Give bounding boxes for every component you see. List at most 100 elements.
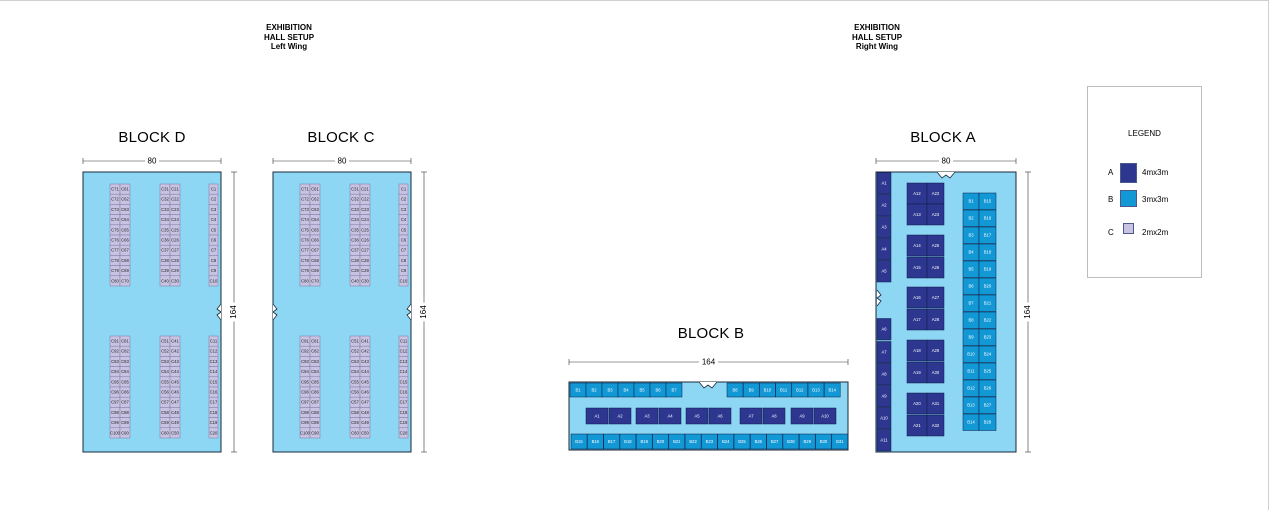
block-c-c50-booth [359,427,371,439]
block-c-c23-booth-label: C23 [361,207,369,212]
block-b-a4-booth-label: A4 [667,413,673,418]
block-b-a7-booth [739,407,763,425]
block-c-c77-booth-label: C77 [301,248,309,253]
block-a-title: BLOCK A [910,129,976,146]
block-c-c70-booth [309,275,321,287]
block-b-b5-booth-label: B5 [639,387,645,392]
block-d-height-dim-label: 164 [229,305,238,319]
block-a-a31-booth [926,392,945,415]
block-a-a8-booth [876,363,892,386]
block-a-b18-booth-label: B18 [984,250,992,255]
block-d-c7-booth-label: C7 [211,248,217,253]
block-c-height-dim-label: 164 [419,305,428,319]
block-c-c35-booth-label: C35 [351,227,359,232]
block-c-c36-booth-label: C36 [351,238,359,243]
block-a-b20-booth-label: B20 [984,284,992,289]
block-a-a1-booth-label: A1 [881,181,887,186]
block-b-b8-booth-label: B8 [732,387,738,392]
block-a-a11-booth-label: A11 [880,438,888,443]
block-d-c74-booth-label: C74 [111,217,119,222]
block-d-width-dim-label: 80 [148,157,157,166]
block-a-b28-booth [978,413,997,431]
block-a-a3-booth [876,216,892,239]
block-d-c3-booth-label: C3 [211,207,217,212]
block-a-b7-booth-label: B7 [968,301,974,306]
block-c-c12-booth-label: C12 [400,349,408,354]
block-a-a4-booth-label: A4 [881,247,887,252]
block-a-a29-booth-label: A29 [932,348,940,353]
block-c-c83-booth-label: C83 [311,359,319,364]
block-c-c33-booth-label: C33 [351,207,359,212]
block-d-c96-booth-label: C96 [111,390,119,395]
block-a-a28-booth-label: A28 [932,317,940,322]
block-d-c78-booth-label: C78 [111,258,119,263]
block-b-b30-booth [815,433,832,450]
block-a-a12-booth-label: A12 [913,191,921,196]
block-a-a19-booth-label: A19 [913,370,921,375]
block-a-a6-booth [876,318,892,341]
block-a-a17-booth-label: A17 [913,317,921,322]
block-c-c52-booth-label: C52 [351,349,359,354]
block-d-c66-booth-label: C66 [121,238,129,243]
block-a-a6-booth-label: A6 [881,327,887,332]
block-a-a9-booth-label: A9 [881,394,887,399]
block-a-a20-booth-label: A20 [913,401,921,406]
block-b-a6-booth-label: A6 [717,413,723,418]
block-a-b22-booth [978,311,997,329]
block-b-b27-booth-label: B27 [771,439,779,444]
block-c-c60-booth-label: C60 [351,430,359,435]
block-c-c70-booth-label: C70 [311,278,319,283]
block-d-c20-booth [208,427,219,439]
block-a-a30-booth [926,361,945,384]
block-c-c74-booth-label: C74 [301,217,309,222]
block-c-c64-booth-label: C64 [311,217,319,222]
block-b-b16-booth-label: B16 [592,439,600,444]
block-d-c55-booth-label: C55 [161,379,169,384]
block-c-c96-booth-label: C96 [301,390,309,395]
block-c-c40-booth-label: C40 [351,278,359,283]
block-d-c73-booth-label: C73 [111,207,119,212]
block-d-c33-booth-label: C33 [161,207,169,212]
block-c-c50-booth-label: C50 [361,430,369,435]
block-a-door-left [876,289,882,307]
block-b-b9-booth-label: B9 [749,387,755,392]
block-a-b17-booth [978,226,997,244]
block-c-c78-booth-label: C78 [301,258,309,263]
block-b-b22-booth [684,433,702,450]
block-c-c15-booth-label: C15 [400,379,408,384]
block-d-c23-booth-label: C23 [171,207,179,212]
legend-key-b: B [1108,195,1114,204]
block-d-c8-booth-label: C8 [211,258,217,263]
block-c-c61-booth-label: C61 [311,187,319,192]
block-a-b11-booth-label: B11 [967,369,975,374]
block-c-c8-booth-label: C8 [401,258,407,263]
block-d-c45-booth-label: C45 [171,379,179,384]
header-right-line3: Right Wing [855,42,899,51]
block-a-a32-booth [926,414,945,437]
block-a-b22-booth-label: B22 [984,318,992,323]
block-d-c6-booth-label: C6 [211,238,217,243]
block-d-c43-booth-label: C43 [171,359,179,364]
block-d-c16-booth-label: C16 [210,390,218,395]
block-c-c98-booth-label: C98 [301,410,309,415]
block-c-c66-booth-label: C66 [311,238,319,243]
block-a-a25-booth [926,234,945,257]
block-c-c5-booth-label: C5 [401,227,407,232]
block-d-c57-booth-label: C57 [161,400,169,405]
block-d-c47-booth-label: C47 [171,400,179,405]
block-d-c58-booth-label: C58 [161,410,169,415]
block-c-c69-booth-label: C69 [311,268,319,273]
block-a-width-dim-label: 80 [942,157,951,166]
block-b-a9-booth [790,407,814,425]
block-b-b17-booth-label: B17 [608,439,616,444]
block-a-a2-booth [876,194,892,217]
block-a-a31-booth-label: A31 [932,401,940,406]
block-d-c39-booth-label: C39 [161,268,169,273]
block-a-b5-booth-label: B5 [968,267,974,272]
block-d-c81-booth-label: C81 [121,339,129,344]
block-b-b29-booth-label: B29 [803,439,811,444]
block-d-c91-booth-label: C91 [111,339,119,344]
block-b-b7-booth-label: B7 [671,387,677,392]
block-b-b31-booth-label: B31 [836,439,844,444]
